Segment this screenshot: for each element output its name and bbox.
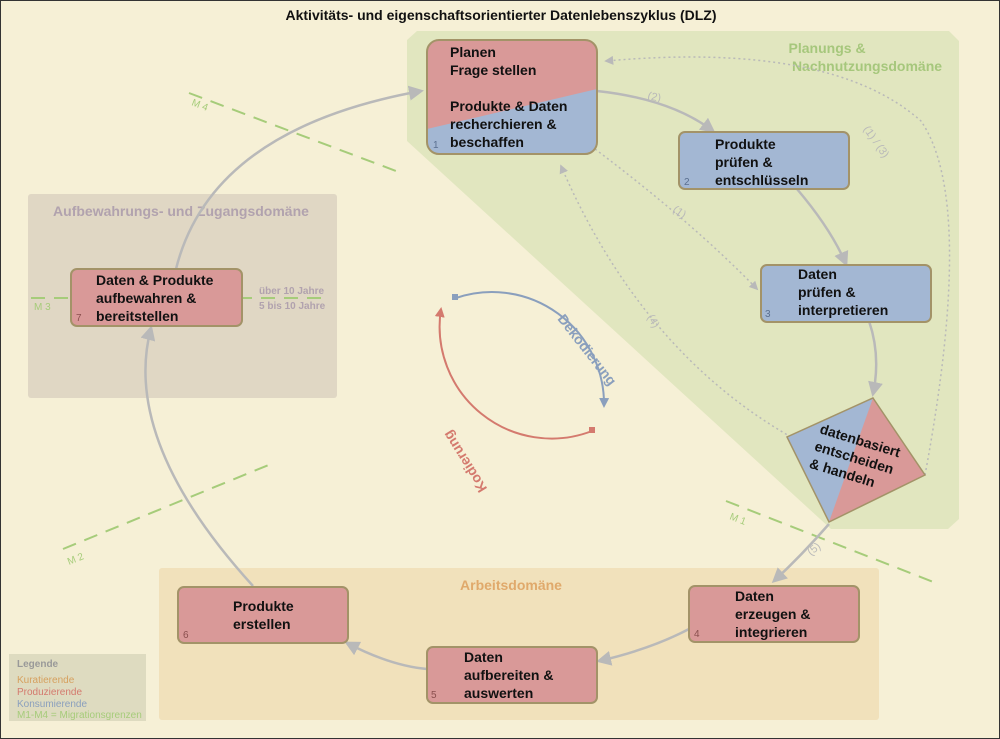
svg-text:Daten & Produkte aufbewa: Daten & Produkte aufbewahren & bereitste… (96, 272, 217, 324)
node-3-number: 3 (765, 309, 771, 320)
edge-label-5: (5) (805, 540, 823, 558)
arrow-2-to-3 (796, 188, 849, 267)
planning-domain-label-line2: Nachnutzungsdomäne (792, 58, 942, 74)
node-3-line2: prüfen & (798, 284, 856, 300)
node-6-line2: erstellen (233, 616, 291, 632)
storage-domain-label: Aufbewahrungs- und Zugangsdomäne (53, 203, 309, 219)
node-2-line2: prüfen & (715, 154, 773, 170)
node-7-number: 7 (76, 313, 82, 324)
legend-item-migration: M1-M4 = Migrationsgrenzen (17, 710, 142, 721)
planning-domain-label: Planungs & Nachnutzungsdomäne (789, 40, 943, 74)
node-3-line1: Daten (798, 266, 837, 282)
work-domain-label: Arbeitsdomäne (460, 577, 562, 593)
node-6-create-products[interactable]: Produkte erstellen 6 (177, 586, 349, 644)
node-2-line1: Produkte (715, 136, 776, 152)
planning-domain-label-line1: Planungs & (789, 40, 866, 56)
svg-text:Planen Frage stellen: Planen Frage stellen Produkte & Daten re… (450, 44, 571, 150)
encode-label: Kodierung (439, 428, 490, 496)
migration-label-m3: M 3 (34, 302, 51, 313)
encode-arc-start (589, 427, 595, 433)
svg-text:Daten erzeugen & i: Daten erzeugen & integrieren (735, 588, 814, 640)
arrow-decision-to-4 (771, 523, 830, 584)
node-1-plan[interactable]: Planen Frage stellen Produkte & Daten re… (426, 39, 598, 155)
node-4-number: 4 (694, 629, 700, 640)
node-1-line2: Frage stellen (450, 62, 536, 78)
node-7-line3: bereitstellen (96, 308, 178, 324)
arrow-5-to-6 (344, 641, 428, 671)
svg-text:Produkte erstellen: Produkte erstellen (233, 598, 298, 632)
svg-text:Daten prüfen & int: Daten prüfen & interpretieren (798, 266, 888, 318)
node-7-line1: Daten & Produkte (96, 272, 214, 288)
node-1-line4: recherchieren & (450, 116, 557, 132)
migration-label-m1: M 1 (728, 512, 748, 528)
decode-arc-start (452, 294, 458, 300)
node-6-line1: Produkte (233, 598, 294, 614)
svg-text:Produkte prüfen &: Produkte prüfen & entschlüsseln (715, 136, 808, 188)
node-3-line3: interpretieren (798, 302, 888, 318)
node-5-process-data[interactable]: Daten aufbereiten & auswerten 5 (426, 646, 598, 704)
node-5-line3: auswerten (464, 685, 533, 701)
edge-label-4: (4) (644, 313, 661, 331)
svg-text:Daten aufbereiten &: Daten aufbereiten & auswerten (464, 649, 557, 701)
arrow-7-to-1 (174, 85, 424, 270)
node-1-line5: beschaffen (450, 134, 524, 150)
node-5-line2: aufbereiten & (464, 667, 553, 683)
node-2-check-products[interactable]: Produkte prüfen & entschlüsseln 2 (678, 131, 850, 190)
arrow-feedback-decision-to-1-inner (559, 164, 792, 438)
arrow-feedback-1-to-3 (590, 145, 759, 291)
node-4-line2: erzeugen & (735, 606, 810, 622)
legend-item-curator: Kuratierende (17, 675, 75, 686)
migration-label-m2: M 2 (66, 551, 86, 568)
arrow-6-to-7 (140, 325, 254, 587)
node-1-line3: Produkte & Daten (450, 98, 567, 114)
arrow-1-to-2 (596, 89, 716, 133)
legend-item-producer: Produzierende (17, 687, 82, 698)
arrow-feedback-decision-to-1 (604, 55, 951, 476)
node-2-line3: entschlüsseln (715, 172, 808, 188)
node-4-line3: integrieren (735, 624, 807, 640)
encode-arc (434, 307, 593, 440)
node-6-number: 6 (183, 630, 189, 641)
edge-label-2: (2) (646, 90, 662, 105)
migration-line-m1 (725, 500, 937, 584)
decode-arc (455, 291, 610, 408)
legend: Legende Kuratierende Produzierende Konsu… (9, 654, 146, 721)
node-5-number: 5 (431, 690, 437, 701)
node-1-number: 1 (433, 140, 439, 151)
node-7-line2: aufbewahren & (96, 290, 196, 306)
node-decision[interactable]: datenbasiert entscheiden & handeln (785, 397, 927, 524)
retention-long-label: über 10 Jahre (259, 286, 324, 297)
retention-short-label: 5 bis 10 Jahre (259, 301, 326, 312)
node-7-store-provide[interactable]: Daten & Produkte aufbewahren & bereitste… (70, 268, 243, 327)
arrow-4-to-5 (596, 627, 690, 666)
migration-label-m4: M 4 (190, 98, 210, 114)
legend-item-consumer: Konsumierende (17, 699, 87, 710)
arrow-3-to-decision (867, 320, 883, 397)
node-3-check-data[interactable]: Daten prüfen & interpretieren 3 (760, 264, 932, 323)
node-2-number: 2 (684, 177, 690, 188)
node-4-create-data[interactable]: Daten erzeugen & integrieren 4 (688, 585, 860, 643)
node-4-line1: Daten (735, 588, 774, 604)
migration-line-m2 (62, 463, 272, 550)
migration-line-m4 (188, 92, 397, 172)
legend-title: Legende (17, 659, 59, 670)
node-5-line1: Daten (464, 649, 503, 665)
node-1-line1: Planen (450, 44, 496, 60)
legend-box (9, 654, 146, 721)
diagram-title: Aktivitäts- und eigenschaftsorientierter… (286, 7, 717, 23)
